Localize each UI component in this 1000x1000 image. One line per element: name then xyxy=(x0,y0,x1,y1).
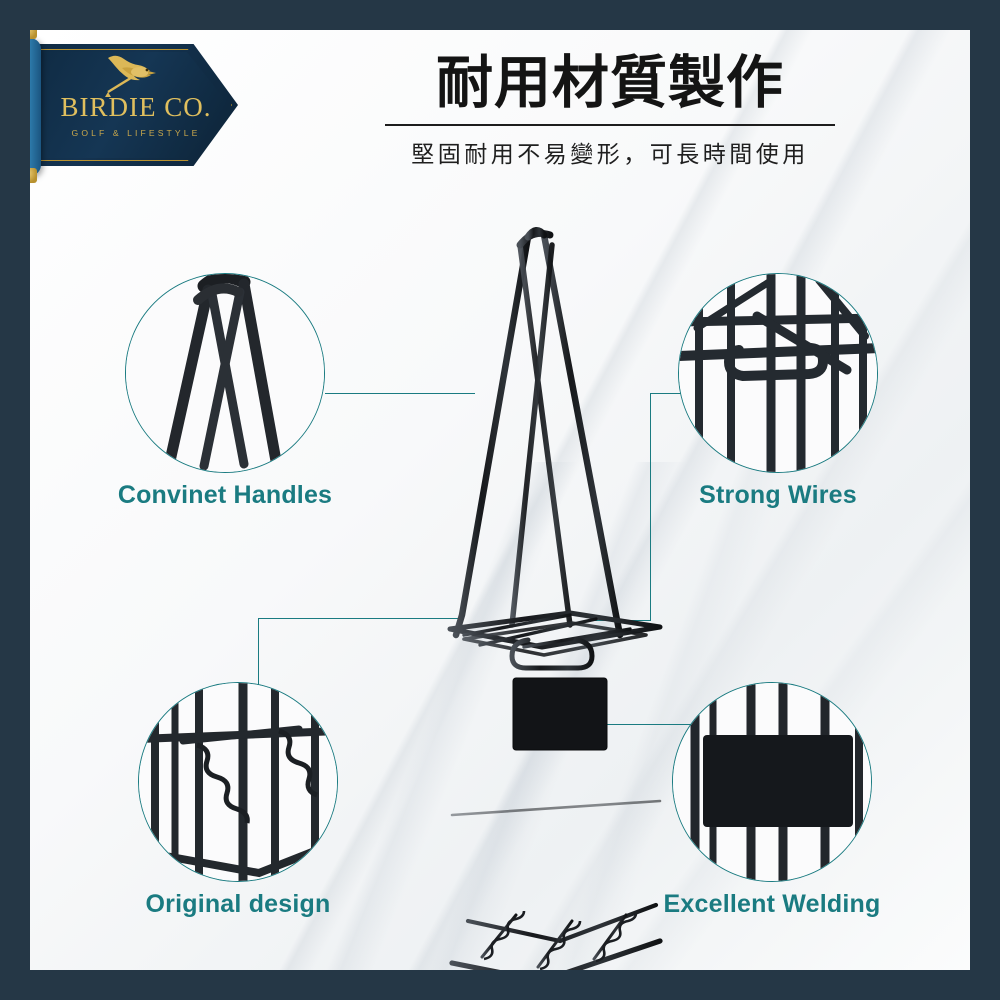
brand-logo-banner[interactable]: BIRDIE CO. GOLF & LIFESTYLE xyxy=(30,30,238,183)
headline-divider xyxy=(385,123,835,126)
connector-welding xyxy=(605,724,755,726)
feature-welding[interactable]: Excellent Welding xyxy=(664,682,880,918)
feature-wires-label: Strong Wires xyxy=(699,481,857,509)
headline-block: 耐用材質製作 堅固耐用不易變形，可長時間使用 xyxy=(320,50,900,169)
spring-ramp-detail-illustration xyxy=(139,683,337,881)
handle-detail-illustration xyxy=(126,274,324,472)
page-subtitle: 堅固耐用不易變形，可長時間使用 xyxy=(411,141,809,168)
feature-handles[interactable]: Convinet Handles xyxy=(118,273,332,509)
connector-design-vertical xyxy=(258,618,260,730)
feature-wires[interactable]: Strong Wires xyxy=(678,273,878,509)
ribbon-cap-top-icon xyxy=(30,30,37,39)
wire-grid-detail-illustration xyxy=(679,274,877,472)
page-title: 耐用材質製作 xyxy=(436,50,784,116)
connector-wires-vertical xyxy=(650,393,652,621)
feature-handles-photo xyxy=(125,273,325,473)
feature-design[interactable]: Original design xyxy=(138,682,338,918)
poster-canvas: BIRDIE CO. GOLF & LIFESTYLE 耐用材質製作 堅固耐用不… xyxy=(30,30,970,970)
logo-text-block: BIRDIE CO. GOLF & LIFESTYLE xyxy=(40,49,232,161)
connector-handles xyxy=(325,393,475,395)
feature-welding-label: Excellent Welding xyxy=(663,890,881,918)
logo-tagline: GOLF & LIFESTYLE xyxy=(71,128,201,138)
feature-welding-photo xyxy=(672,682,872,882)
connector-design-top xyxy=(258,618,458,620)
feature-handles-label: Convinet Handles xyxy=(117,481,333,509)
flying-bird-with-golf-tee-icon xyxy=(105,55,156,97)
ribbon-scroll-icon xyxy=(30,30,41,183)
feature-design-label: Original design xyxy=(145,890,331,918)
product-image xyxy=(447,227,663,970)
feature-wires-photo xyxy=(678,273,878,473)
welded-panel-detail-illustration xyxy=(673,683,871,881)
ribbon-cap-bottom-icon xyxy=(30,168,37,183)
feature-design-photo xyxy=(138,682,338,882)
logo-brand-name: BIRDIE CO. xyxy=(60,92,212,122)
